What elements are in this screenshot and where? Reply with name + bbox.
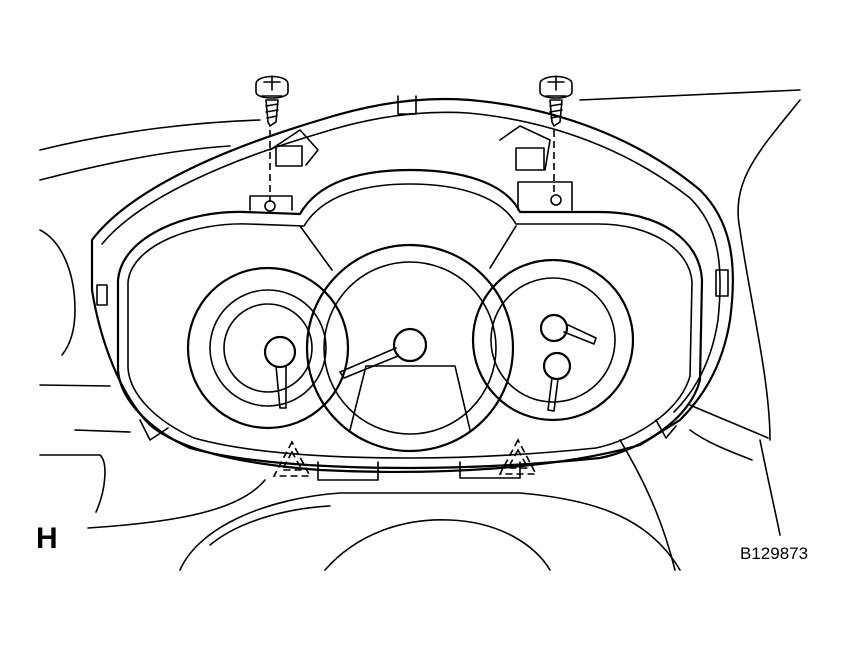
steering-column-cover bbox=[179, 492, 681, 571]
fuel-gauge bbox=[539, 313, 597, 345]
dash-lower-line-right bbox=[619, 439, 676, 571]
claw-marker-right bbox=[498, 438, 538, 475]
claw-marker-left bbox=[272, 440, 312, 477]
dash-left-vent bbox=[39, 229, 76, 356]
speedometer-display-window bbox=[349, 365, 471, 431]
tachometer-needle bbox=[275, 365, 287, 409]
dashboard-panel bbox=[39, 89, 801, 571]
speedometer-needle bbox=[339, 347, 399, 379]
combination-meter bbox=[116, 168, 704, 481]
temperature-gauge-needle bbox=[547, 377, 559, 412]
bezel-right-lower-tab bbox=[655, 419, 677, 439]
screw-left bbox=[255, 75, 289, 127]
dash-left-line-3 bbox=[39, 454, 106, 513]
screw-right bbox=[539, 75, 573, 127]
meter-bottom-tab-right bbox=[459, 461, 521, 479]
screw-left-hole bbox=[264, 200, 276, 212]
bezel-left-lower-tab bbox=[139, 419, 169, 441]
screw-right-thread-lines bbox=[549, 103, 563, 119]
tachometer-ring-outer bbox=[186, 266, 350, 430]
right-gauge-ring-mid bbox=[490, 277, 616, 403]
dash-upper-line-left bbox=[39, 119, 261, 151]
speedometer-ring-inner bbox=[323, 261, 497, 435]
bezel-outer bbox=[90, 97, 735, 474]
right-gauge-group bbox=[471, 258, 635, 422]
view-letter: H bbox=[36, 522, 58, 555]
screw-right-hole bbox=[550, 194, 562, 206]
dash-left-line-2 bbox=[74, 429, 131, 433]
meter-case-outer bbox=[116, 168, 704, 470]
fuel-gauge-hub bbox=[539, 313, 569, 343]
tachometer-face bbox=[223, 303, 313, 393]
bezel-right-clip bbox=[715, 269, 729, 297]
screw-left-head bbox=[255, 75, 289, 99]
screw-right-head bbox=[539, 75, 573, 99]
meter-case-inner bbox=[127, 183, 693, 459]
column-inner-left bbox=[209, 505, 331, 546]
speedometer-hub bbox=[392, 327, 428, 363]
screw-left-thread-lines bbox=[265, 103, 279, 119]
dash-upper-line-left-2 bbox=[39, 145, 231, 181]
temperature-gauge-hub bbox=[542, 351, 572, 381]
speedometer-ring-outer bbox=[305, 243, 515, 453]
dash-upper-line-right bbox=[579, 89, 801, 101]
temperature-gauge bbox=[542, 351, 572, 412]
fuel-gauge-needle bbox=[563, 323, 597, 345]
right-gauge-ring-outer bbox=[471, 258, 635, 422]
dash-right-mid bbox=[689, 404, 769, 439]
dash-lower-line-left bbox=[87, 479, 266, 529]
meter-divider-right bbox=[489, 225, 517, 269]
dash-right-mid-2 bbox=[689, 429, 753, 461]
bezel-left-clip bbox=[96, 284, 108, 306]
tachometer-gauge bbox=[186, 266, 350, 430]
meter-bottom-tab-left bbox=[317, 461, 379, 481]
bezel-right-hook bbox=[499, 125, 551, 171]
bezel-left-hook bbox=[269, 129, 319, 166]
meter-top-tab-right bbox=[517, 181, 573, 211]
dash-right-contour bbox=[737, 99, 801, 441]
meter-divider-left bbox=[299, 225, 333, 271]
screw-left-cross bbox=[263, 75, 281, 91]
bezel-left-slot bbox=[275, 145, 303, 167]
screw-right-cross bbox=[547, 75, 565, 91]
bezel-top-tab bbox=[397, 95, 417, 115]
part-code-label: B129873 bbox=[740, 544, 809, 563]
dash-right-lower bbox=[759, 439, 781, 536]
tachometer-hub bbox=[263, 335, 297, 369]
tachometer-ring-mid bbox=[209, 289, 327, 407]
bezel-inner bbox=[101, 111, 721, 413]
bezel-right-slot bbox=[515, 147, 545, 171]
meter-top-tab-left bbox=[249, 195, 293, 211]
dash-left-line-1 bbox=[39, 384, 111, 387]
speedometer-gauge bbox=[305, 243, 515, 453]
steering-wheel-hub bbox=[324, 518, 551, 571]
cluster-bezel bbox=[90, 95, 735, 474]
